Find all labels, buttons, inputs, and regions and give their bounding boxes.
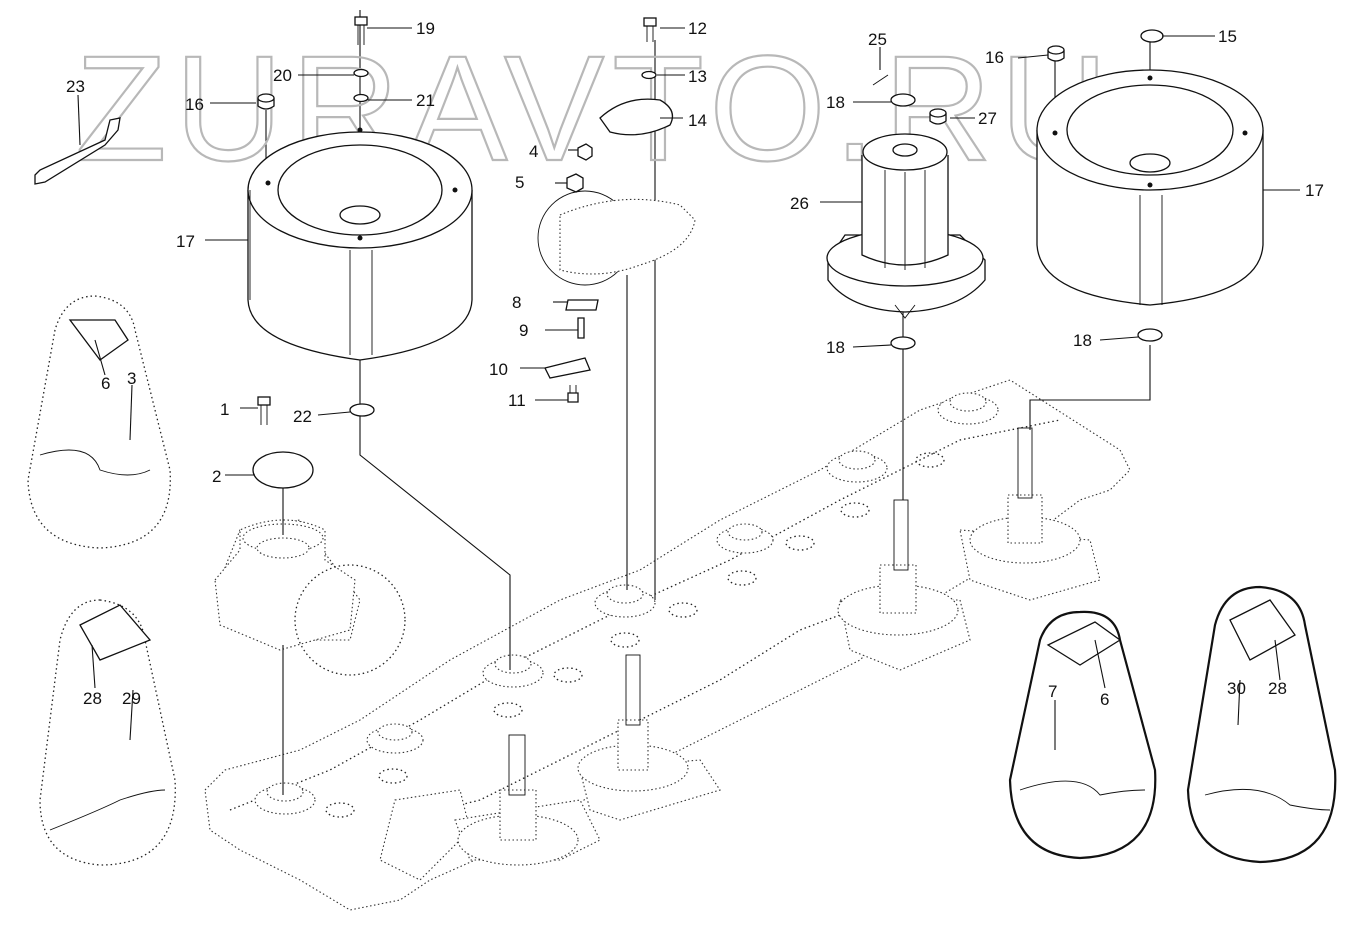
cutter-bar [204,379,1131,911]
callout-7: 7 [1048,682,1057,701]
callout-22: 22 [293,407,312,426]
callout-8: 8 [512,293,521,312]
callout-10: 10 [489,360,508,379]
drum-right [1036,69,1264,306]
drum-left [247,127,473,361]
callout-25: 25 [868,30,887,49]
bolts [257,16,657,425]
callout-4: 4 [529,142,538,161]
gear-drum [826,133,986,319]
callout-29: 29 [122,689,141,708]
callout-26: 26 [790,194,809,213]
callout-5: 5 [515,173,524,192]
callout-2: 2 [212,467,221,486]
callout-27: 27 [978,109,997,128]
gearbox-hubs [254,392,999,818]
callout-17b: 17 [1305,181,1324,200]
callout-6a: 6 [101,374,110,393]
callout-20: 20 [273,66,292,85]
callout-12: 12 [688,19,707,38]
skid-cap [599,98,674,136]
callout-3: 3 [127,369,136,388]
callout-19: 19 [416,19,435,38]
detail-inset-30-28 [1186,585,1337,864]
callout-18b: 18 [826,338,845,357]
callout-21: 21 [416,91,435,110]
callout-11: 11 [508,391,526,410]
callout-30: 30 [1227,679,1246,698]
callout-1: 1 [220,400,229,419]
callout-28a: 28 [83,689,102,708]
callout-6b: 6 [1100,690,1109,709]
pin [872,74,889,86]
watermark: ZURAVTO.RU [75,24,1116,192]
callout-16a: 16 [185,95,204,114]
caps [257,45,1065,125]
callout-9: 9 [519,321,528,340]
center-gearbox-housing [214,519,356,651]
detail-inset-3-6 [27,295,171,549]
callout-28b: 28 [1268,679,1287,698]
callout-23: 23 [66,77,85,96]
knife-holder-detail [537,190,696,379]
callout-16b: 16 [985,48,1004,67]
callout-13: 13 [688,67,707,86]
callout-15: 15 [1218,27,1237,46]
callout-labels: 1 2 3 4 5 6 6 7 8 9 10 11 12 13 14 15 16… [66,19,1324,709]
callout-18c: 18 [1073,331,1092,350]
detail-inset-28-29 [39,599,176,866]
detail-inset-7-6 [1008,610,1157,860]
detail-inset-gearbox [294,564,406,676]
spanner-wrench [34,117,121,185]
leader-lines [77,27,1300,750]
callout-18a: 18 [826,93,845,112]
gearbox-units [457,427,1081,866]
cover-plate [252,451,314,489]
callout-14: 14 [688,111,707,130]
callout-17a: 17 [176,232,195,251]
